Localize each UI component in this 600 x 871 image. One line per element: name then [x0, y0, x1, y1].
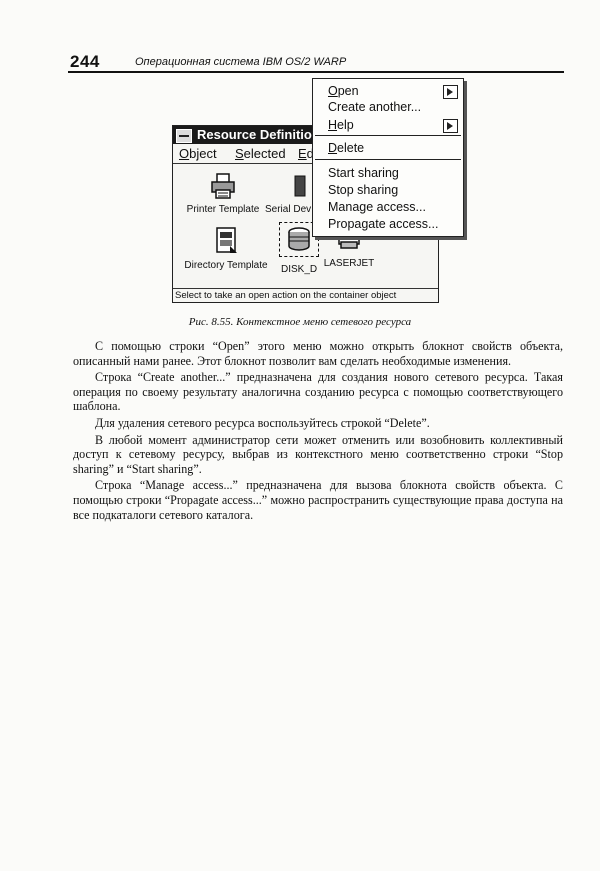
directory-icon	[216, 227, 237, 253]
disk-icon	[288, 227, 310, 251]
icon-label: Directory Template	[184, 260, 268, 271]
submenu-arrow-icon[interactable]	[443, 85, 458, 99]
icon-printer-template[interactable]: Printer Template	[183, 172, 263, 215]
menu-item-help[interactable]: Help	[328, 118, 354, 132]
icon-label: Serial Dev	[265, 204, 312, 215]
system-menu-icon[interactable]	[176, 129, 192, 143]
menu-selected[interactable]: Selected	[235, 146, 286, 161]
menu-item-open[interactable]: Open	[328, 84, 359, 98]
icon-label: Printer Template	[186, 204, 260, 215]
page-number: 244	[70, 52, 100, 71]
header-rule	[68, 71, 564, 73]
body-text: С помощью строки “Open” этого меню можно…	[73, 339, 563, 522]
paragraph: Для удаления сетевого ресурса воспользуй…	[95, 415, 430, 430]
menu-object[interactable]: Object	[179, 146, 217, 161]
running-title: Операционная система IBM OS/2 WARP	[135, 56, 347, 68]
menu-separator	[315, 159, 461, 160]
menubar: Object Selected Ed	[173, 145, 438, 164]
paragraph: С помощью строки “Open” этого меню можно…	[73, 339, 563, 368]
figure: Resource Definitio Object Selected Ed Pr…	[170, 78, 470, 304]
window-title: Resource Definitio	[197, 127, 312, 142]
menu-separator	[315, 135, 461, 136]
submenu-arrow-icon[interactable]	[443, 119, 458, 133]
paragraph: В любой момент администратор сети может …	[73, 432, 563, 476]
icon-serial-device[interactable]: Serial Dev	[265, 172, 315, 215]
paragraph: Строка “Create another...” предназначена…	[73, 370, 563, 414]
status-bar: Select to take an open action on the con…	[173, 288, 438, 302]
menu-item-create-another[interactable]: Create another...	[328, 100, 422, 114]
icon-disk-d[interactable]	[279, 222, 319, 257]
menu-item-delete[interactable]: Delete	[328, 141, 365, 155]
serial-device-icon	[294, 175, 306, 197]
menu-item-manage-access[interactable]: Manage access...	[328, 200, 426, 214]
printer-icon	[211, 173, 235, 199]
menu-item-start-sharing[interactable]: Start sharing	[328, 166, 399, 180]
menu-edit[interactable]: Ed	[298, 146, 314, 161]
icon-label: LASERJET	[323, 258, 375, 269]
context-menu: Open Create another... Help Delete Start…	[312, 78, 464, 237]
icon-directory-template[interactable]: Directory Template	[181, 226, 271, 271]
disk-d-label: DISK_D	[281, 264, 318, 275]
paragraph: Строка “Manage access...” предназначена …	[73, 478, 563, 522]
menu-item-propagate-access[interactable]: Propagate access...	[328, 217, 439, 231]
figure-caption: Рис. 8.55. Контекстное меню сетевого рес…	[188, 316, 412, 328]
menu-item-stop-sharing[interactable]: Stop sharing	[328, 183, 399, 197]
